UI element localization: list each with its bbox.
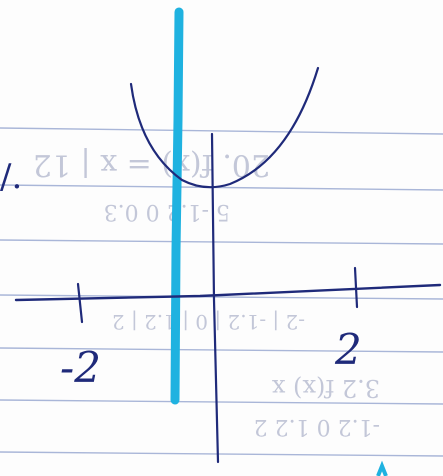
tick-mark-right <box>353 266 359 309</box>
bleed-line-4: 3.2 f(x) x <box>271 374 380 402</box>
ruled-lines <box>0 127 443 457</box>
rule-line <box>0 451 443 457</box>
tick-label-left: -2 <box>60 343 101 392</box>
bleed-through-text: 20. f(x) = x | 12 5 -1.2 0 0.3 -2 | -1.2… <box>33 147 380 439</box>
marker-fleck <box>376 460 388 476</box>
margin-mark: /. <box>0 157 22 197</box>
tick-label-right: 2 <box>334 325 362 374</box>
tick-mark-left <box>76 282 84 324</box>
rule-line <box>0 239 443 245</box>
highlighter-stroke <box>170 7 184 405</box>
rule-line <box>0 294 443 300</box>
parabola-curve <box>129 66 320 189</box>
rule-line <box>0 399 443 405</box>
bleed-line-5: -1.2 0 1.2 2 <box>254 414 380 439</box>
rule-line <box>0 127 443 135</box>
rule-line <box>0 347 443 353</box>
horizontal-axis-line <box>14 283 442 302</box>
vertical-axis-line <box>210 132 220 464</box>
rule-line <box>0 184 443 191</box>
bleed-line-2: 5 -1.2 0 0.3 <box>104 199 230 224</box>
bleed-line-1: 20. f(x) = x | 12 <box>33 147 270 182</box>
bleed-line-3: -2 | -1.2 | 0 | 1.2 | 2 <box>112 309 305 334</box>
